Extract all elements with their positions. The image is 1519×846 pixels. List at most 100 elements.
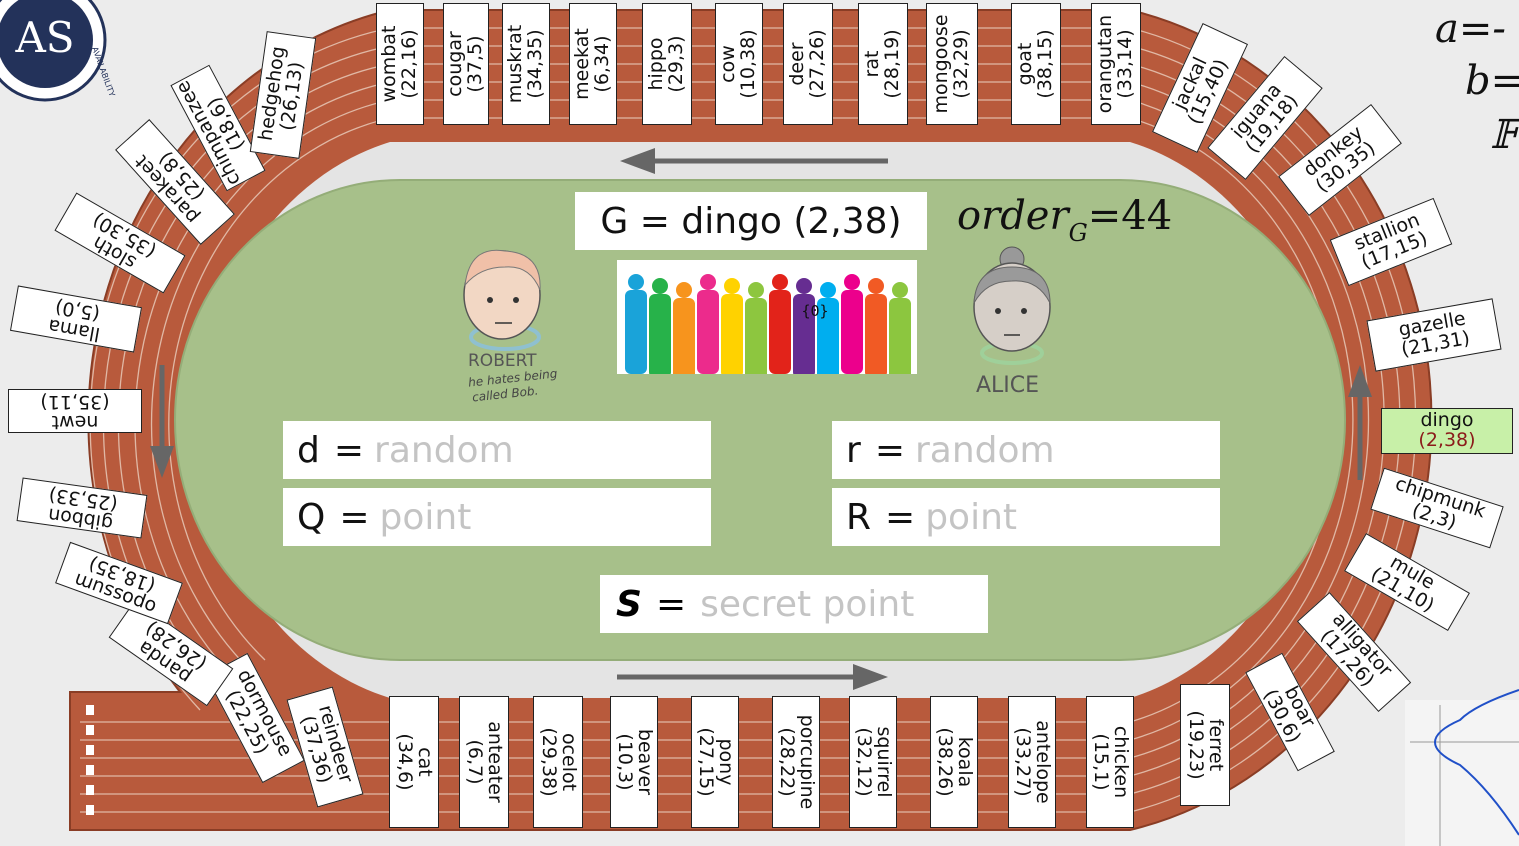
d-eq: =	[333, 429, 365, 471]
crowd-person	[721, 278, 743, 378]
r-placeholder: random	[914, 429, 1055, 471]
track-point-name: cougar	[444, 31, 467, 97]
track-point-coord: (32,12)	[853, 727, 875, 797]
R-var: R	[846, 496, 872, 538]
track-point-hippo: hippo(29,3)	[642, 3, 692, 125]
logo-initials: AS	[14, 13, 74, 62]
track-point-coord: (33,27)	[1012, 727, 1034, 797]
track-point-coord: (28,22)	[776, 727, 798, 797]
alice-face	[973, 246, 1051, 365]
R-eq: =	[885, 496, 916, 538]
track-point-antelope: antelope(33,27)	[1008, 696, 1056, 828]
crowd-person	[769, 274, 791, 374]
track-point-name: beaver	[633, 728, 656, 796]
track-point-porcupine: porcupine(28,22)	[772, 696, 820, 828]
track-point-name: antelope	[1031, 720, 1054, 804]
track-point-name: goat	[1014, 42, 1037, 86]
track-point-name: koala	[953, 736, 976, 788]
track-point-name: pony	[714, 738, 737, 786]
track-point-name: hippo	[645, 37, 668, 91]
crowd-person	[793, 278, 815, 378]
formula-field: 𝔽	[1490, 112, 1519, 158]
Q-field[interactable]: Q=point	[283, 488, 711, 546]
track-point-coord: (29,3)	[665, 35, 687, 93]
track-point-name: orangutan	[1094, 14, 1117, 114]
order-value: =44	[1087, 193, 1173, 239]
curve-plot	[1405, 689, 1519, 846]
crowd-person	[817, 282, 839, 382]
Q-placeholder: point	[379, 496, 472, 538]
track-point-coord: (2,38)	[1418, 429, 1476, 451]
track-point-coord: (10,38)	[737, 29, 759, 99]
track-point-name: ocelot	[557, 732, 580, 792]
track-point-newt: newt(35,11)	[8, 389, 142, 433]
track-point-rat: rat(28,19)	[858, 3, 908, 125]
track-point-beaver: beaver(10,3)	[610, 696, 658, 828]
track-point-name: dingo	[1420, 409, 1474, 432]
crowd-person	[625, 274, 647, 374]
robert-name: ROBERT	[468, 351, 537, 371]
track-point-coord: (29,38)	[538, 727, 560, 797]
r-field[interactable]: r=random	[832, 421, 1220, 479]
track-point-coord: (34,35)	[524, 29, 546, 99]
crowd-silhouettes: {0}	[625, 274, 911, 382]
track-point-name: chicken	[1109, 725, 1132, 799]
logo: AS AVAILABILITY	[0, 0, 117, 102]
track-point-coord: (35,11)	[40, 391, 110, 413]
track-point-anteater: anteater(6,7)	[459, 696, 509, 828]
track-point-ocelot: ocelot(29,38)	[533, 696, 583, 828]
track-point-coord: (10,3)	[614, 733, 636, 791]
track-point-cougar: cougar(37,5)	[443, 3, 489, 125]
track-point-name: squirrel	[872, 726, 895, 798]
crowd-image: {0}	[617, 260, 917, 382]
track-point-name: wombat	[378, 25, 401, 103]
track-point-dingo: dingo(2,38)	[1381, 408, 1513, 454]
S-field[interactable]: S = secret point	[600, 575, 988, 633]
track-point-wombat: wombat(22,16)	[376, 3, 424, 125]
crowd-person	[745, 282, 767, 382]
Q-eq: =	[339, 496, 370, 538]
track-point-deer: deer(27,26)	[783, 3, 833, 125]
R-placeholder: point	[925, 496, 1017, 538]
track-point-coord: (15,1)	[1090, 733, 1112, 791]
S-eq: =	[655, 583, 687, 625]
alice-avatar: ALICE	[960, 245, 1070, 405]
robert-face	[463, 249, 541, 351]
formula-a: a=-	[1435, 6, 1506, 52]
r-var: r	[846, 429, 861, 471]
d-var: d	[297, 429, 320, 471]
track-point-coord: (28,19)	[881, 29, 903, 99]
alice-name: ALICE	[976, 373, 1040, 398]
crowd-person	[673, 282, 695, 382]
track-point-goat: goat(38,15)	[1011, 3, 1061, 125]
formula-b: b=	[1465, 58, 1519, 104]
track-point-coord: (33,14)	[1114, 29, 1136, 99]
track-point-name: cow	[717, 45, 740, 83]
track-point-name: rat	[861, 50, 884, 78]
track-point-coord: (37,5)	[464, 35, 486, 93]
track-point-coord: (32,29)	[950, 29, 972, 99]
track-point-name: cat	[413, 747, 436, 777]
robert-avatar: ROBERT he hates being called Bob.	[450, 245, 560, 415]
crowd-person	[889, 282, 911, 382]
track-point-coord: (6,7)	[464, 739, 486, 785]
direction-arrows	[150, 148, 1372, 690]
track-point-name: deer	[786, 42, 809, 86]
d-field[interactable]: d=random	[283, 421, 711, 479]
track-point-coord: (19,23)	[1185, 710, 1207, 780]
R-field[interactable]: R =point	[832, 488, 1220, 546]
track-point-name: muskrat	[504, 24, 527, 104]
order-subscript: G	[1068, 219, 1088, 247]
S-placeholder: secret point	[700, 583, 915, 625]
track-point-pony: pony(27,15)	[691, 696, 739, 828]
crowd-person	[865, 278, 887, 378]
track-point-coord: (27,26)	[806, 29, 828, 99]
track-point-muskrat: muskrat(34,35)	[502, 3, 550, 125]
track-point-name: newt	[51, 410, 99, 433]
track-point-name: porcupine	[795, 714, 818, 810]
track-point-name: anteater	[483, 721, 506, 803]
track-point-coord: (38,26)	[934, 727, 956, 797]
track-point-koala: koala(38,26)	[930, 696, 978, 828]
S-var: S	[616, 583, 642, 625]
